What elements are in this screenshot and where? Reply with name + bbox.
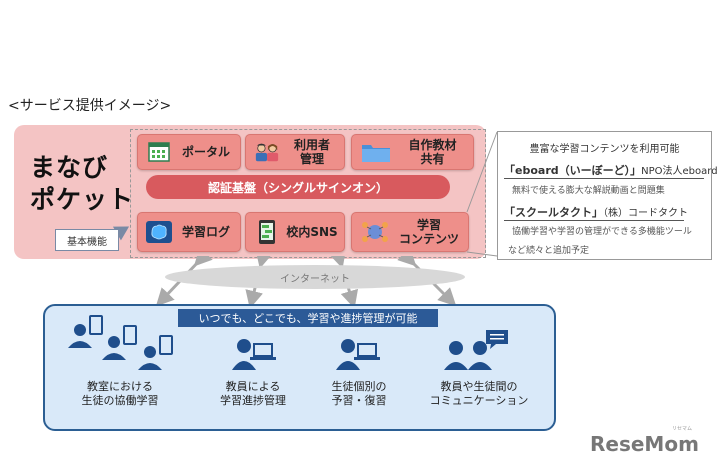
- brand-title: まなび ポケット: [30, 152, 140, 216]
- tile-portal-label: ポータル: [181, 145, 230, 159]
- basic-functions-frame: [130, 129, 486, 258]
- feature-individual: 生徒個別の 予習・復習: [304, 380, 414, 408]
- internet-cloud: インターネット: [165, 265, 465, 289]
- info-schooltakt: 「スクールタクト」（株）コードタクト: [504, 204, 688, 220]
- users-icon: [254, 140, 280, 164]
- tile-learning-contents-line1: 学習: [416, 218, 441, 232]
- feature-individual-line1: 生徒個別の: [331, 380, 387, 393]
- smartphone-icon: [254, 220, 280, 244]
- tile-user-management-line1: 利用者: [293, 138, 330, 152]
- tile-own-materials-label: 自作教材 共有: [392, 138, 473, 166]
- divider: [504, 220, 684, 221]
- info-title: 豊富な学習コンテンツを利用可能: [529, 144, 680, 155]
- teacher-laptop-icon: [232, 339, 276, 370]
- feature-progress-line1: 教員による: [225, 380, 281, 393]
- tile-learning-log: 学習ログ: [137, 212, 241, 252]
- tile-user-management-label: 利用者 管理: [280, 138, 344, 166]
- feature-collaborative-line1: 教室における: [87, 380, 153, 393]
- feature-communication-line1: 教員や生徒間の: [440, 380, 518, 393]
- folder-icon: [360, 140, 392, 164]
- info-schooltakt-org: （株）コードタクト: [603, 208, 688, 219]
- tile-learning-contents: 学習 コンテンツ: [351, 212, 469, 252]
- info-eboard-org: NPO法人eboard: [641, 166, 718, 177]
- collaborative-learning-icon: [68, 315, 173, 370]
- contents-info-panel: 豊富な学習コンテンツを利用可能 「eboard（いーぼーど）」NPO法人eboa…: [497, 131, 718, 260]
- tile-learning-log-label: 学習ログ: [181, 225, 230, 239]
- student-laptop-icon: [336, 339, 380, 370]
- feature-progress: 教員による 学習進捗管理: [198, 380, 308, 408]
- feature-communication-line2: コミュニケーション: [429, 394, 529, 407]
- resemom-logo-sub: リセマム: [672, 426, 693, 432]
- info-schooltakt-desc: 協働学習や学習の管理ができる多機能ツール: [512, 227, 692, 237]
- caption: <サービス提供イメージ>: [8, 98, 172, 114]
- info-eboard-desc: 無料で使える膨大な解説動画と問題集: [512, 186, 665, 196]
- divider: [504, 178, 704, 179]
- tile-user-management: 利用者 管理: [245, 134, 345, 170]
- info-connector: [466, 131, 498, 257]
- feature-individual-line2: 予習・復習: [331, 394, 387, 407]
- tile-learning-contents-line2: コンテンツ: [398, 232, 459, 246]
- tile-own-materials-line1: 自作教材: [408, 138, 457, 152]
- resemom-logo: ReseMom: [590, 432, 699, 456]
- globe-network-icon: [360, 220, 390, 244]
- tile-user-management-line2: 管理: [299, 152, 324, 166]
- info-eboard: 「eboard（いーぼーど）」NPO法人eboard: [504, 162, 718, 178]
- basic-function-callout: 基本機能: [55, 229, 119, 251]
- feature-progress-line2: 学習進捗管理: [220, 394, 286, 407]
- info-eboard-name: 「eboard（いーぼーど）」: [504, 164, 642, 177]
- info-schooltakt-name: 「スクールタクト」: [504, 206, 603, 219]
- calendar-icon: [146, 140, 172, 164]
- communication-icon: [444, 330, 508, 370]
- tile-portal: ポータル: [137, 134, 241, 170]
- brand-line-1: まなび: [30, 153, 109, 182]
- tile-school-sns: 校内SNS: [245, 212, 345, 252]
- brand-line-2: ポケット: [30, 185, 135, 214]
- feature-collaborative-line2: 生徒の協働学習: [81, 394, 159, 407]
- brain-icon: [146, 220, 172, 244]
- tile-own-materials-line2: 共有: [420, 152, 445, 166]
- auth-platform-bar: 認証基盤（シングルサインオン）: [146, 175, 450, 199]
- feature-collaborative: 教室における 生徒の協働学習: [60, 380, 180, 408]
- tile-learning-contents-label: 学習 コンテンツ: [390, 218, 468, 246]
- usage-banner: いつでも、どこでも、学習や進捗管理が可能: [178, 309, 438, 327]
- info-more: など続々と追加予定: [508, 246, 590, 256]
- feature-communication: 教員や生徒間の コミュニケーション: [414, 380, 544, 408]
- tile-school-sns-label: 校内SNS: [286, 225, 338, 239]
- tile-own-materials: 自作教材 共有: [351, 134, 474, 170]
